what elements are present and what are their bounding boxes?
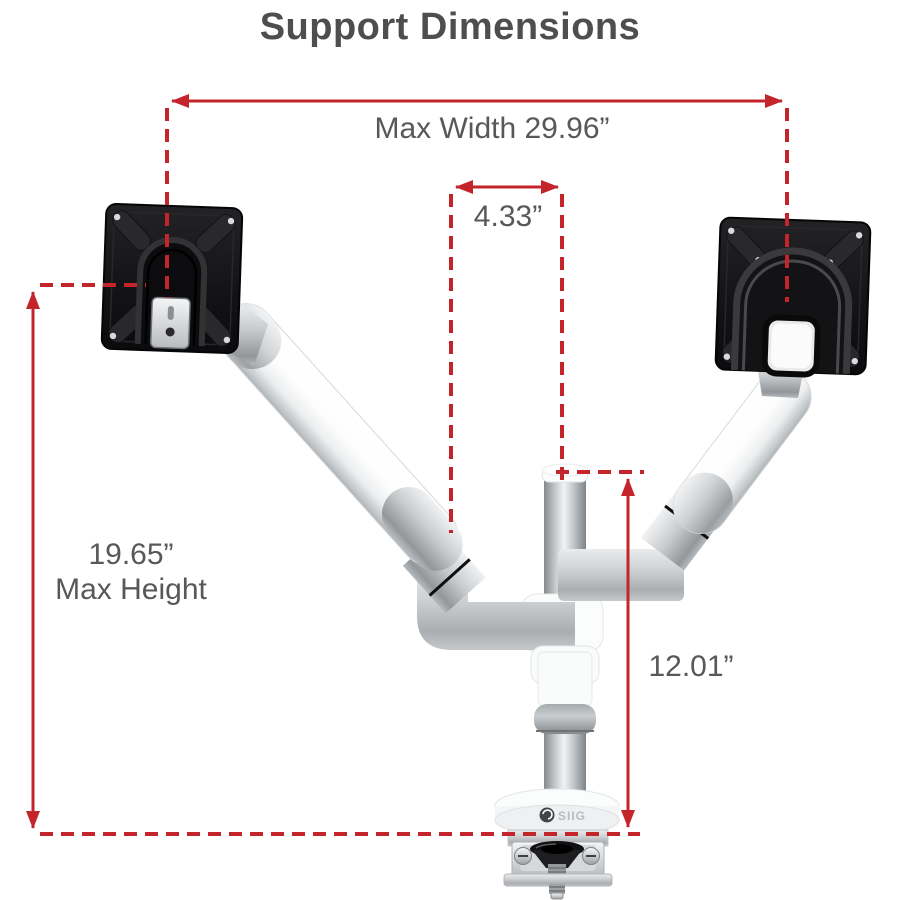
svg-text:SIIG: SIIG (558, 809, 586, 823)
page-title: Support Dimensions (259, 6, 641, 48)
desk-clamp (503, 829, 613, 900)
vesa-plate-left (100, 203, 244, 354)
vesa-plate-right (714, 216, 872, 378)
brand-logo: SIIG (539, 807, 586, 823)
max-height-value: 19.65” (88, 538, 174, 571)
max-width-label: Max Width 29.96” (374, 112, 610, 145)
max-height-caption: Max Height (55, 572, 207, 606)
center-gap-label: 4.33” (473, 200, 543, 233)
max-height-label: 19.65” Max Height (55, 538, 207, 607)
swivel-arm-right (558, 368, 812, 601)
pole-lower (534, 651, 596, 734)
pole-height-label: 12.01” (648, 650, 734, 683)
dimension-lines (26, 94, 789, 836)
base-disc: SIIG (494, 788, 620, 836)
